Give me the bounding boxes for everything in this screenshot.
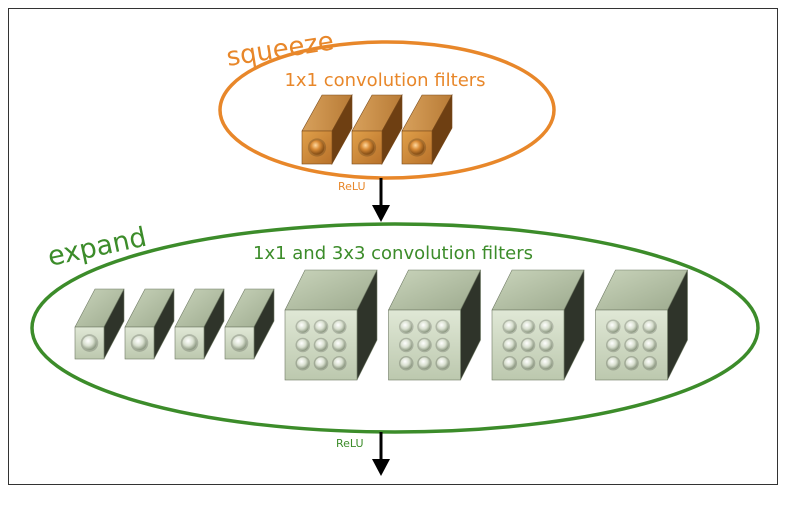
expand-1x1-filter: [74, 288, 125, 360]
squeeze-1x1-filter: [401, 93, 453, 166]
expand-3x3-filter: [388, 269, 481, 381]
filter-kernel-weight: [522, 320, 534, 333]
filter-kernel-weight: [182, 335, 197, 351]
filter-kernel-weight: [296, 357, 309, 370]
filter-kernel-weight: [540, 339, 553, 351]
expand-caption: 1x1 and 3x3 convolution filters: [253, 243, 533, 264]
filter-front-face: [224, 326, 255, 360]
expand-ellipse: [30, 222, 760, 434]
filter-kernel-weight: [315, 320, 327, 333]
filter-kernel-weight: [436, 357, 449, 370]
squeeze-1x1-filter: [351, 93, 403, 166]
expand-arrow-head: [372, 459, 390, 476]
squeeze-title: squeeze: [224, 26, 336, 73]
filter-kernel-weight: [607, 357, 620, 370]
filter-kernel-weight: [400, 320, 413, 333]
filter-kernel-weight: [503, 357, 516, 370]
filter-kernel-weight: [82, 335, 97, 351]
squeeze-caption: 1x1 convolution filters: [284, 70, 485, 91]
filter-kernel-weight: [309, 140, 325, 155]
filter-kernel-weight: [409, 140, 425, 155]
expand-3x3-filter: [284, 269, 378, 381]
filter-kernel-weight: [296, 339, 309, 351]
expand-1x1-filter: [124, 288, 175, 360]
filter-kernel-weight: [607, 339, 620, 351]
squeeze-ellipse: [218, 40, 556, 180]
filter-kernel-weight: [503, 339, 516, 351]
squeeze-arrow-head: [372, 205, 390, 222]
filter-kernel-weight: [643, 339, 656, 351]
filter-kernel-weight: [625, 357, 638, 370]
filter-kernel-weight: [359, 140, 375, 155]
expand-relu-label: ReLU: [336, 437, 364, 450]
diagram-border: [8, 8, 778, 485]
filter-kernel-weight: [315, 357, 327, 370]
filter-kernel-weight: [522, 357, 534, 370]
filter-kernel-weight: [436, 339, 449, 351]
filter-kernel-weight: [540, 320, 553, 333]
filter-kernel-weight: [625, 320, 638, 333]
filter-kernel-weight: [232, 335, 247, 351]
expand-1x1-filter: [224, 288, 275, 360]
filter-kernel-weight: [643, 320, 656, 333]
filter-kernel-weight: [436, 320, 449, 333]
expand-1x1-filter: [174, 288, 225, 360]
filter-kernel-weight: [333, 357, 346, 370]
squeeze-filter-group: [301, 93, 453, 166]
expand-3x3-filter: [595, 269, 688, 381]
filter-kernel-weight: [132, 335, 147, 351]
squeeze-1x1-filter: [301, 93, 353, 166]
squeeze-relu-label: ReLU: [338, 180, 366, 193]
filter-kernel-weight: [296, 320, 309, 333]
filter-kernel-weight: [503, 320, 516, 333]
filter-kernel-weight: [333, 339, 346, 351]
expand-3x3-filter: [491, 269, 585, 381]
filter-kernel-weight: [607, 320, 620, 333]
filter-kernel-weight: [418, 320, 431, 333]
filter-kernel-weight: [643, 357, 656, 370]
filter-kernel-weight: [400, 357, 413, 370]
filter-kernel-weight: [540, 357, 553, 370]
filter-kernel-weight: [315, 339, 327, 351]
expand-title: expand: [45, 222, 149, 273]
filter-kernel-weight: [418, 339, 431, 351]
filter-kernel-weight: [400, 339, 413, 351]
filter-kernel-weight: [625, 339, 638, 351]
filter-kernel-weight: [418, 357, 431, 370]
expand-filter-group: [74, 269, 688, 381]
filter-kernel-weight: [522, 339, 534, 351]
filter-kernel-weight: [333, 320, 346, 333]
